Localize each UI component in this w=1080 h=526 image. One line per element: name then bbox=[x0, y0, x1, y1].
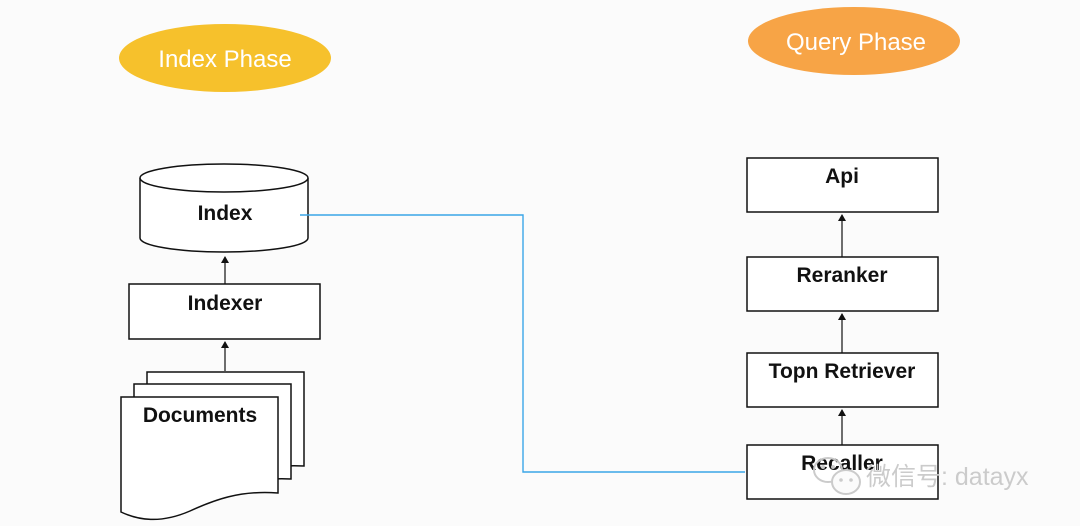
topn-retriever-box: Topn Retriever bbox=[746, 352, 939, 408]
recaller-label: Recaller bbox=[801, 452, 883, 475]
index-phase-label: Index Phase bbox=[158, 46, 291, 73]
indexer-label: Indexer bbox=[188, 292, 263, 315]
api-label: Api bbox=[825, 165, 859, 188]
query-phase-label: Query Phase bbox=[786, 29, 926, 56]
documents-label: Documents bbox=[143, 404, 257, 427]
watermark: 微信号: datayx bbox=[813, 457, 1029, 495]
query-phase-badge: Query Phase bbox=[748, 7, 960, 75]
topn-retriever-label: Topn Retriever bbox=[769, 360, 916, 383]
indexer-box: Indexer bbox=[128, 283, 321, 340]
reranker-label: Reranker bbox=[796, 264, 887, 287]
documents-stack: Documents bbox=[120, 371, 305, 521]
api-box: Api bbox=[746, 157, 939, 213]
watermark-text: 微信号: datayx bbox=[866, 463, 1029, 491]
reranker-box: Reranker bbox=[746, 256, 939, 312]
index-phase-badge: Index Phase bbox=[119, 24, 331, 92]
index-store-cylinder: Index bbox=[139, 163, 309, 253]
index-to-recaller-connector bbox=[300, 214, 745, 473]
index-store-label: Index bbox=[198, 202, 253, 225]
wechat-icon bbox=[813, 457, 861, 495]
